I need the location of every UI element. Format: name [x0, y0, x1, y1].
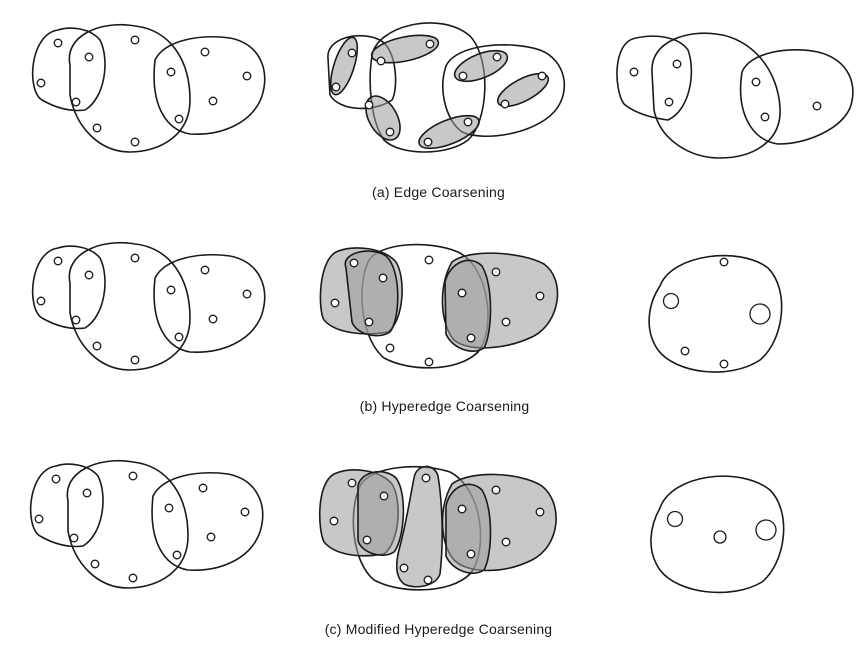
row-b-coarsening [319, 243, 559, 369]
row-c-coarsened [650, 475, 785, 594]
row-a-original [31, 23, 266, 153]
row-c-coarsening [318, 465, 557, 591]
row-b-coarsened [648, 254, 783, 373]
row-a-matching [327, 22, 566, 153]
row-b-original [31, 241, 266, 371]
caption-modified-hyperedge-coarsening: (c) Modified Hyperedge Coarsening [324, 621, 553, 637]
caption-hyperedge-coarsening: (b) Hyperedge Coarsening [359, 398, 530, 414]
row-a-coarsened [616, 32, 854, 159]
row-c-original [29, 459, 264, 589]
caption-edge-coarsening: (a) Edge Coarsening [372, 184, 505, 200]
